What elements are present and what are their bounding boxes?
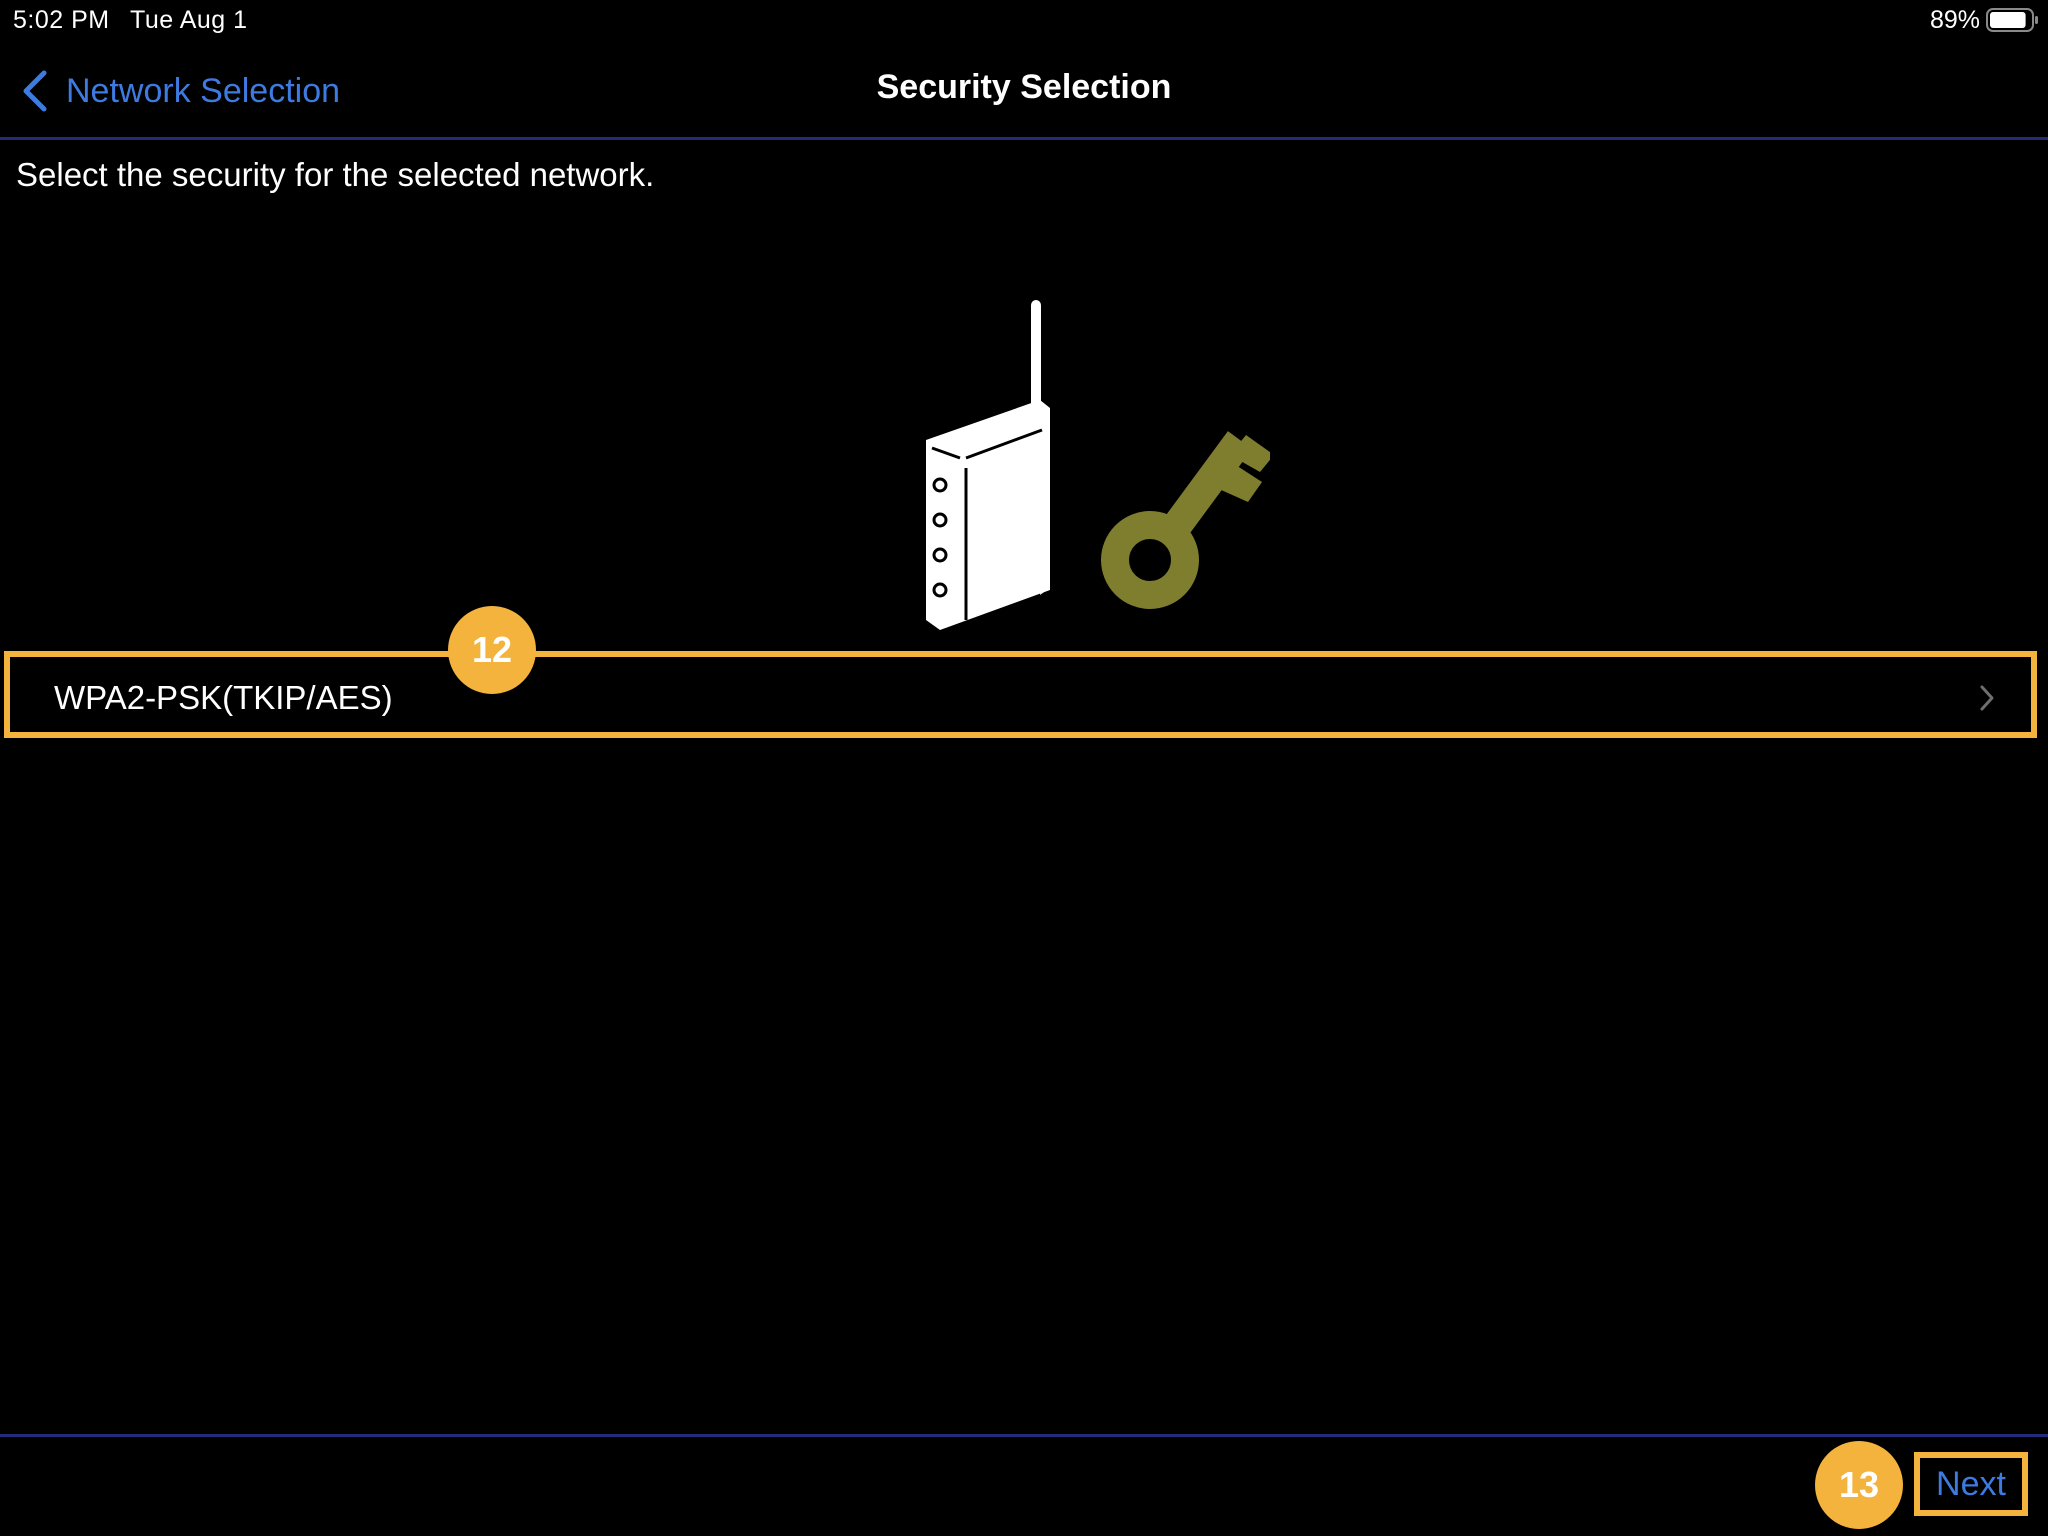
battery-percentage: 89% [1929, 6, 1980, 34]
security-option-wpa2-psk[interactable]: WPA2-PSK(TKIP/AES) [4, 651, 2037, 738]
status-date: Tue Aug 1 [130, 6, 248, 34]
status-time: 5:02 PM [13, 6, 110, 34]
chevron-right-icon [1980, 685, 1994, 711]
step-badge-12: 12 [448, 606, 536, 694]
nav-divider [0, 137, 2048, 140]
back-button[interactable]: Network Selection [20, 66, 340, 116]
wireless-router-icon [926, 300, 1050, 630]
security-option-label: WPA2-PSK(TKIP/AES) [54, 679, 393, 716]
instruction-text: Select the security for the selected net… [16, 156, 655, 193]
key-icon [1101, 431, 1270, 609]
step-badge-13: 13 [1815, 1441, 1903, 1529]
page-title: Security Selection [876, 68, 1172, 106]
back-button-label: Network Selection [66, 71, 341, 110]
router-key-illustration [926, 300, 1270, 630]
toolbar-divider [0, 1434, 2048, 1437]
battery-icon [1986, 8, 2038, 32]
next-button[interactable]: Next [1914, 1452, 2028, 1516]
chevron-left-icon [23, 70, 47, 112]
